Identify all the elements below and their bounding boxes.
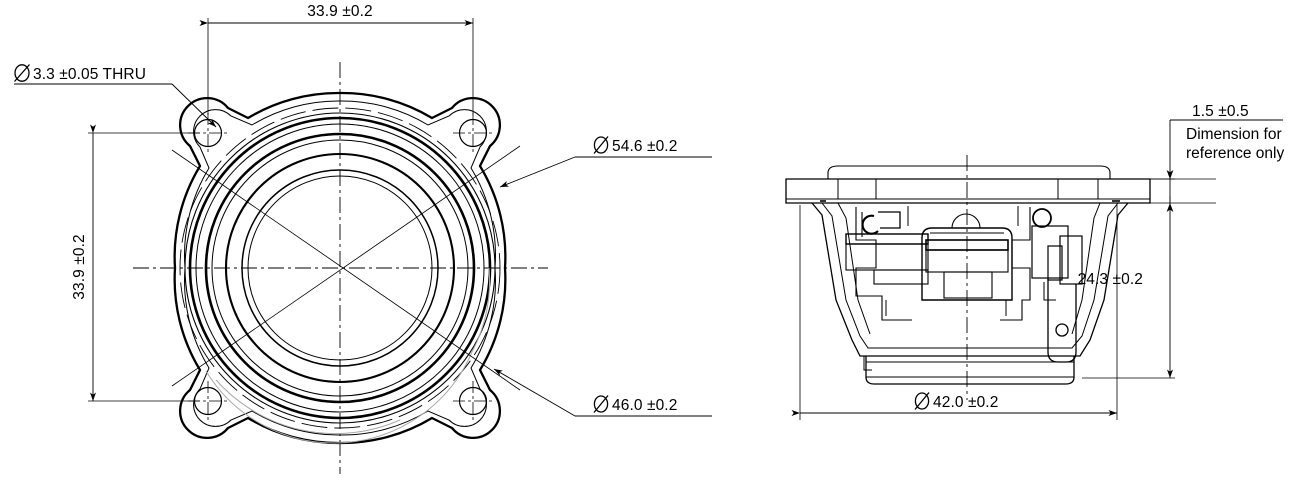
front-view: 33.9 ±0.2 33.9 ±0.2 3.3 ±0.05 THRU [14,3,712,474]
terminal-post-icon [1032,208,1052,228]
dim-label-overall-height: 24.3 ±0.2 [1078,271,1143,288]
voicecoil-former [921,227,1013,301]
detail-left-bracket [855,207,912,321]
shadow-arc-2 [471,267,491,353]
detail-right-bracket [1000,207,1031,321]
ring-surround-outer-edge [195,123,485,413]
reference-note-line-2: reference only [1186,145,1284,162]
dim-label-hole-pitch-vertical: 33.9 ±0.2 [71,234,88,299]
side-view: 1.5 ±0.5 Dimension for reference only 24… [785,103,1284,420]
ring-surround-crest [204,132,476,404]
dim-label-flange-thickness: 1.5 ±0.5 [1192,103,1249,120]
dim-flange-thickness: 1.5 ±0.5 Dimension for reference only [1132,103,1284,212]
dim-hole-pitch-vertical: 33.9 ±0.2 [71,124,200,402]
dim-label-hole-diameter: 3.3 ±0.05 THRU [33,66,146,83]
terminal-lug [1047,278,1077,363]
side-basket-profile [811,202,1129,357]
terminal-block [1031,225,1069,279]
dim-overall-height: 24.3 ±0.2 [1078,170,1175,379]
ring-cone-outer [224,152,456,384]
front-view-diagonals [171,145,521,391]
dim-label-inner-diameter: 46.0 ±0.2 [612,397,677,414]
leader-line [171,83,217,128]
basket-inner [821,202,1119,349]
diameter-symbol-icon [914,392,930,410]
plate-left-foot [873,269,929,285]
bolt-circle-phantom [179,107,501,429]
basket-rib-right [1071,202,1101,335]
dustcap-arc [951,213,981,229]
reference-note-line-1: Dimension for [1186,126,1282,143]
shadow-arc-1 [205,351,473,444]
basket-outer [811,202,1129,357]
voicecoil-plate-bot [943,271,993,299]
leader-line [499,156,576,188]
ring-shadow-strokes [205,267,491,444]
diagonal-sw-ne [171,145,521,387]
ring-surround-inner-edge [211,139,469,397]
side-magnet-assembly [863,356,1075,385]
diameter-symbol-icon [14,64,30,82]
magnet-notch-l [863,356,872,371]
diameter-symbol-icon [593,136,609,154]
side-internal-detail [845,206,1083,363]
dim-hole-pitch-horizontal: 33.9 ±0.2 [199,3,474,115]
ring-surround-outer [188,116,492,420]
mounting-hole-bottom-right [453,381,493,421]
mounting-hole-top-right [453,113,493,153]
lug-detail-1 [1043,282,1056,301]
shadow-arc-3 [215,379,401,435]
leader-line [493,368,576,417]
flange-dome [827,165,1111,179]
speaker-cone-rings [184,112,496,424]
dim-label-outer-diameter: 54.6 ±0.2 [612,138,677,155]
terminal-block-outer [1059,235,1083,285]
ring-cone-mid [241,169,439,367]
leader-outer-diameter: 54.6 ±0.2 [499,136,712,188]
leader-hole-diameter: 3.3 ±0.05 THRU [14,64,217,128]
dim-body-diameter: 42.0 ±0.2 [791,205,1118,420]
ring-gasket-outer [184,112,496,424]
dim-label-body-diameter: 42.0 ±0.2 [933,394,998,411]
diameter-symbol-icon [593,395,609,413]
lug-hole-icon [1055,323,1069,337]
terminal-tab [1047,245,1063,281]
leader-inner-diameter: 46.0 ±0.2 [493,368,712,417]
magnet-top-block [865,356,1075,385]
flange-inner-edge [184,100,496,436]
dim-label-hole-pitch-horizontal: 33.9 ±0.2 [307,3,372,20]
diagonal-nw-se [171,149,521,391]
ring-cone-inner [247,175,433,361]
front-view-centerlines [133,62,548,474]
basket-rib-left [837,202,871,335]
